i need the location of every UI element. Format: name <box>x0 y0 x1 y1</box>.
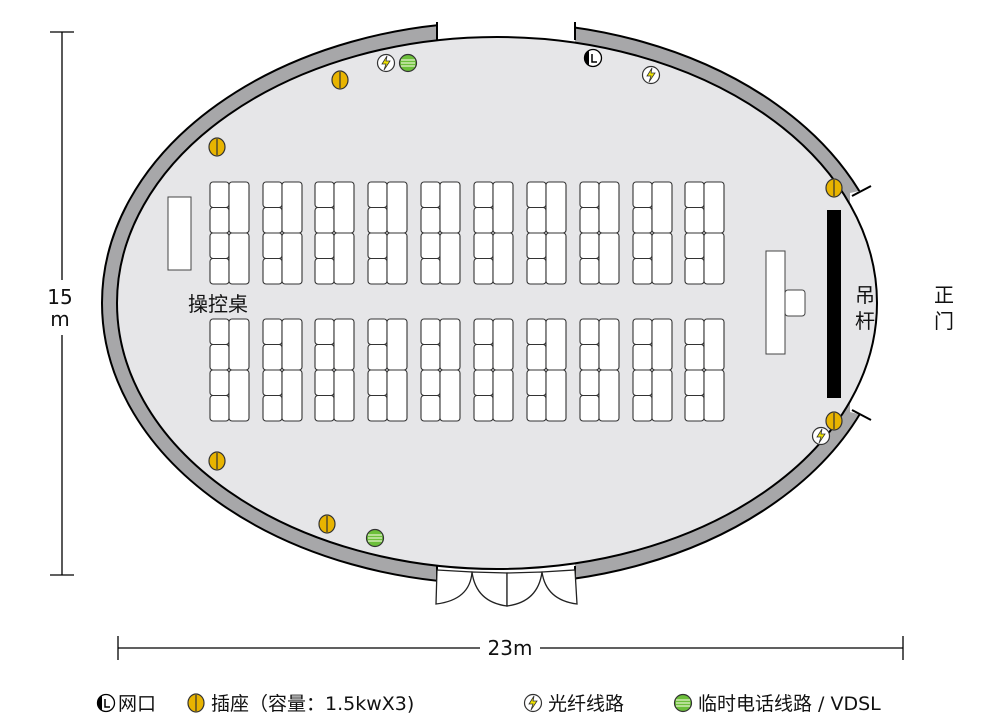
seating-block <box>579 318 620 422</box>
podium-extension <box>784 289 806 317</box>
seating-block <box>473 181 514 285</box>
power-outlet-icon <box>208 137 226 157</box>
legend-phone-label: 临时电话线路 / VDSL <box>698 693 881 715</box>
legend-network-label: 网口 <box>118 693 156 715</box>
control-desk-label: 操控桌 <box>188 292 248 316</box>
main-door-label: 门 <box>934 309 954 333</box>
phone-line-icon <box>365 528 385 548</box>
seating-block <box>579 181 620 285</box>
network-port-icon <box>96 693 116 713</box>
fiber-line-icon <box>811 426 831 446</box>
seating-block <box>262 318 303 422</box>
power-outlet-icon <box>825 178 843 198</box>
seating-block <box>420 181 461 285</box>
hanging-rod-label: 杆 <box>855 309 875 333</box>
seating-block <box>632 181 673 285</box>
hanging-rod <box>827 210 841 398</box>
seating-block <box>684 181 725 285</box>
width-dimension <box>117 636 904 660</box>
height-dimension <box>50 31 74 576</box>
hanging-rod-label: 吊 <box>855 283 875 307</box>
power-outlet-icon <box>187 693 205 713</box>
height-value: 15 <box>47 285 72 309</box>
seating-block <box>314 181 355 285</box>
main-door-label: 正 <box>934 283 954 307</box>
control-desk <box>167 196 192 271</box>
width-value: 23m <box>488 636 533 660</box>
network-port-icon <box>583 48 603 68</box>
seating-block <box>367 318 408 422</box>
podium <box>765 250 786 355</box>
height-unit: m <box>50 307 69 331</box>
power-outlet-icon <box>318 514 336 534</box>
seating-block <box>209 318 250 422</box>
fiber-line-icon <box>376 53 396 73</box>
legend-outlet-label: 插座（容量：1.5kwX3) <box>211 693 414 715</box>
seating-block <box>632 318 673 422</box>
legend <box>96 693 693 713</box>
seating-block <box>314 318 355 422</box>
fiber-line-icon <box>641 65 661 85</box>
floor-area <box>116 36 878 570</box>
seating-block <box>526 181 567 285</box>
seating-block <box>262 181 303 285</box>
legend-fiber-label: 光纤线路 <box>548 693 624 715</box>
seating-block <box>209 181 250 285</box>
seating-block <box>420 318 461 422</box>
seating-block <box>526 318 567 422</box>
entrance-doors <box>435 569 578 607</box>
power-outlet-icon <box>208 451 226 471</box>
seating-block <box>473 318 514 422</box>
seating-block <box>684 318 725 422</box>
fiber-line-icon <box>523 693 543 713</box>
seating-block <box>367 181 408 285</box>
power-outlet-icon <box>331 70 349 90</box>
power-outlet-icon <box>825 411 843 431</box>
right-gap <box>850 160 1000 450</box>
phone-line-icon <box>398 53 418 73</box>
phone-line-icon <box>673 693 693 713</box>
